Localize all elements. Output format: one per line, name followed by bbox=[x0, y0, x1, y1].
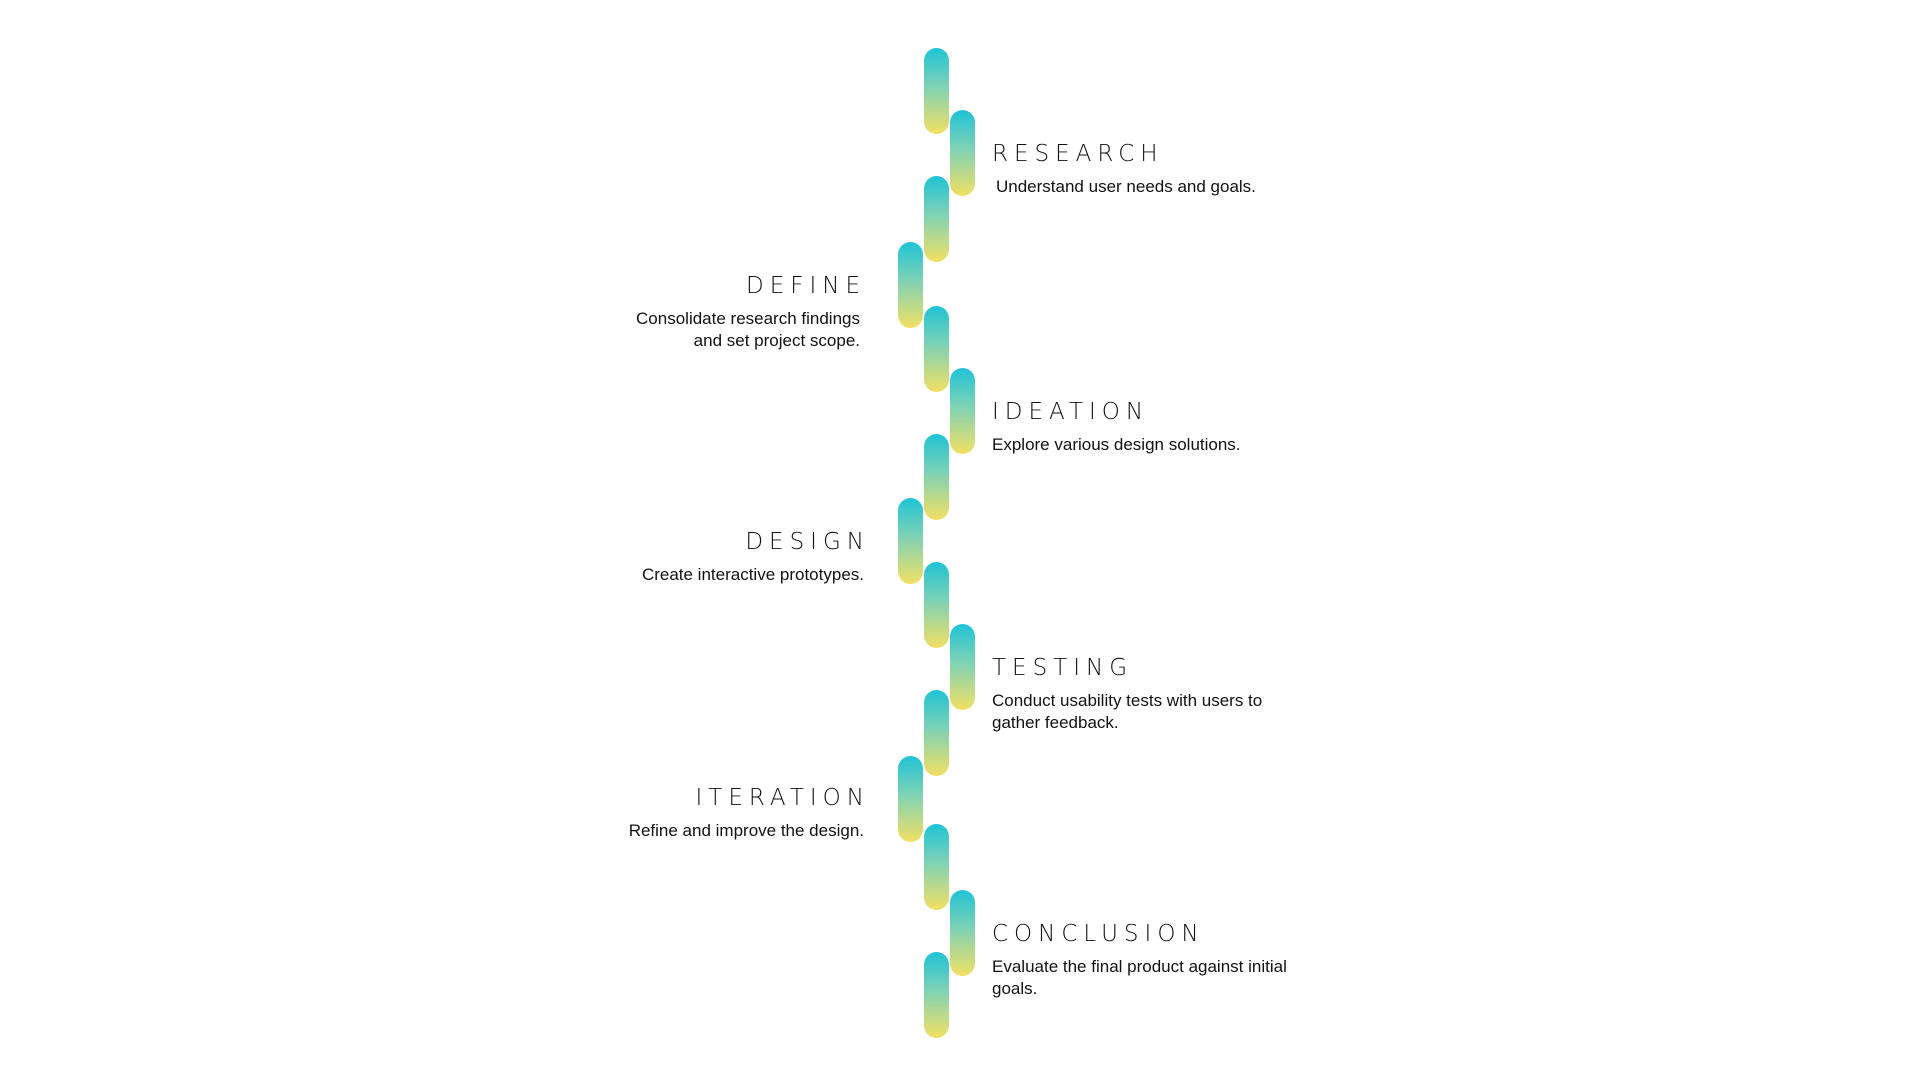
step-description: Create interactive prototypes. bbox=[641, 565, 864, 584]
step-define: DEFINE Consolidate research findings and… bbox=[560, 272, 860, 352]
step-title: RESEARCH bbox=[992, 141, 1164, 167]
step-ideation: IDEATION Explore various design solution… bbox=[992, 398, 1352, 456]
timeline-connector-pill bbox=[924, 306, 949, 392]
step-description: Consolidate research findings and set pr… bbox=[636, 309, 860, 350]
step-testing: TESTING Conduct usability tests with use… bbox=[992, 654, 1304, 734]
step-description: Conduct usability tests with users to ga… bbox=[992, 691, 1263, 732]
step-iteration: ITERATION Refine and improve the design. bbox=[560, 784, 864, 842]
timeline-connector-pill bbox=[924, 690, 949, 776]
timeline-connector-pill bbox=[950, 110, 975, 196]
timeline-connector-pill bbox=[924, 434, 949, 520]
step-description: Understand user needs and goals. bbox=[996, 177, 1256, 196]
step-title: IDEATION bbox=[992, 399, 1150, 425]
step-description: Evaluate the final product against initi… bbox=[992, 957, 1287, 998]
step-description: Refine and improve the design. bbox=[628, 821, 864, 840]
timeline-connector-pill bbox=[924, 176, 949, 262]
step-title: TESTING bbox=[992, 655, 1134, 681]
step-title: DESIGN bbox=[745, 529, 870, 555]
timeline-connector-pill bbox=[898, 242, 923, 328]
step-research: RESEARCH Understand user needs and goals… bbox=[992, 140, 1352, 198]
step-title: DEFINE bbox=[746, 273, 866, 299]
step-conclusion: CONCLUSION Evaluate the final product ag… bbox=[992, 920, 1332, 1000]
timeline-connector-pill bbox=[924, 952, 949, 1038]
timeline-connector-pill bbox=[924, 562, 949, 648]
timeline-connector-pill bbox=[924, 48, 949, 134]
timeline-connector-pill bbox=[898, 498, 923, 584]
timeline-connector-pill bbox=[898, 756, 923, 842]
timeline-connector-pill bbox=[950, 624, 975, 710]
step-description: Explore various design solutions. bbox=[992, 435, 1241, 454]
step-design: DESIGN Create interactive prototypes. bbox=[560, 528, 864, 586]
timeline-connector-pill bbox=[924, 824, 949, 910]
step-title: CONCLUSION bbox=[992, 921, 1205, 947]
timeline-connector-pill bbox=[950, 890, 975, 976]
timeline-connector-pill bbox=[950, 368, 975, 454]
step-title: ITERATION bbox=[695, 785, 870, 811]
